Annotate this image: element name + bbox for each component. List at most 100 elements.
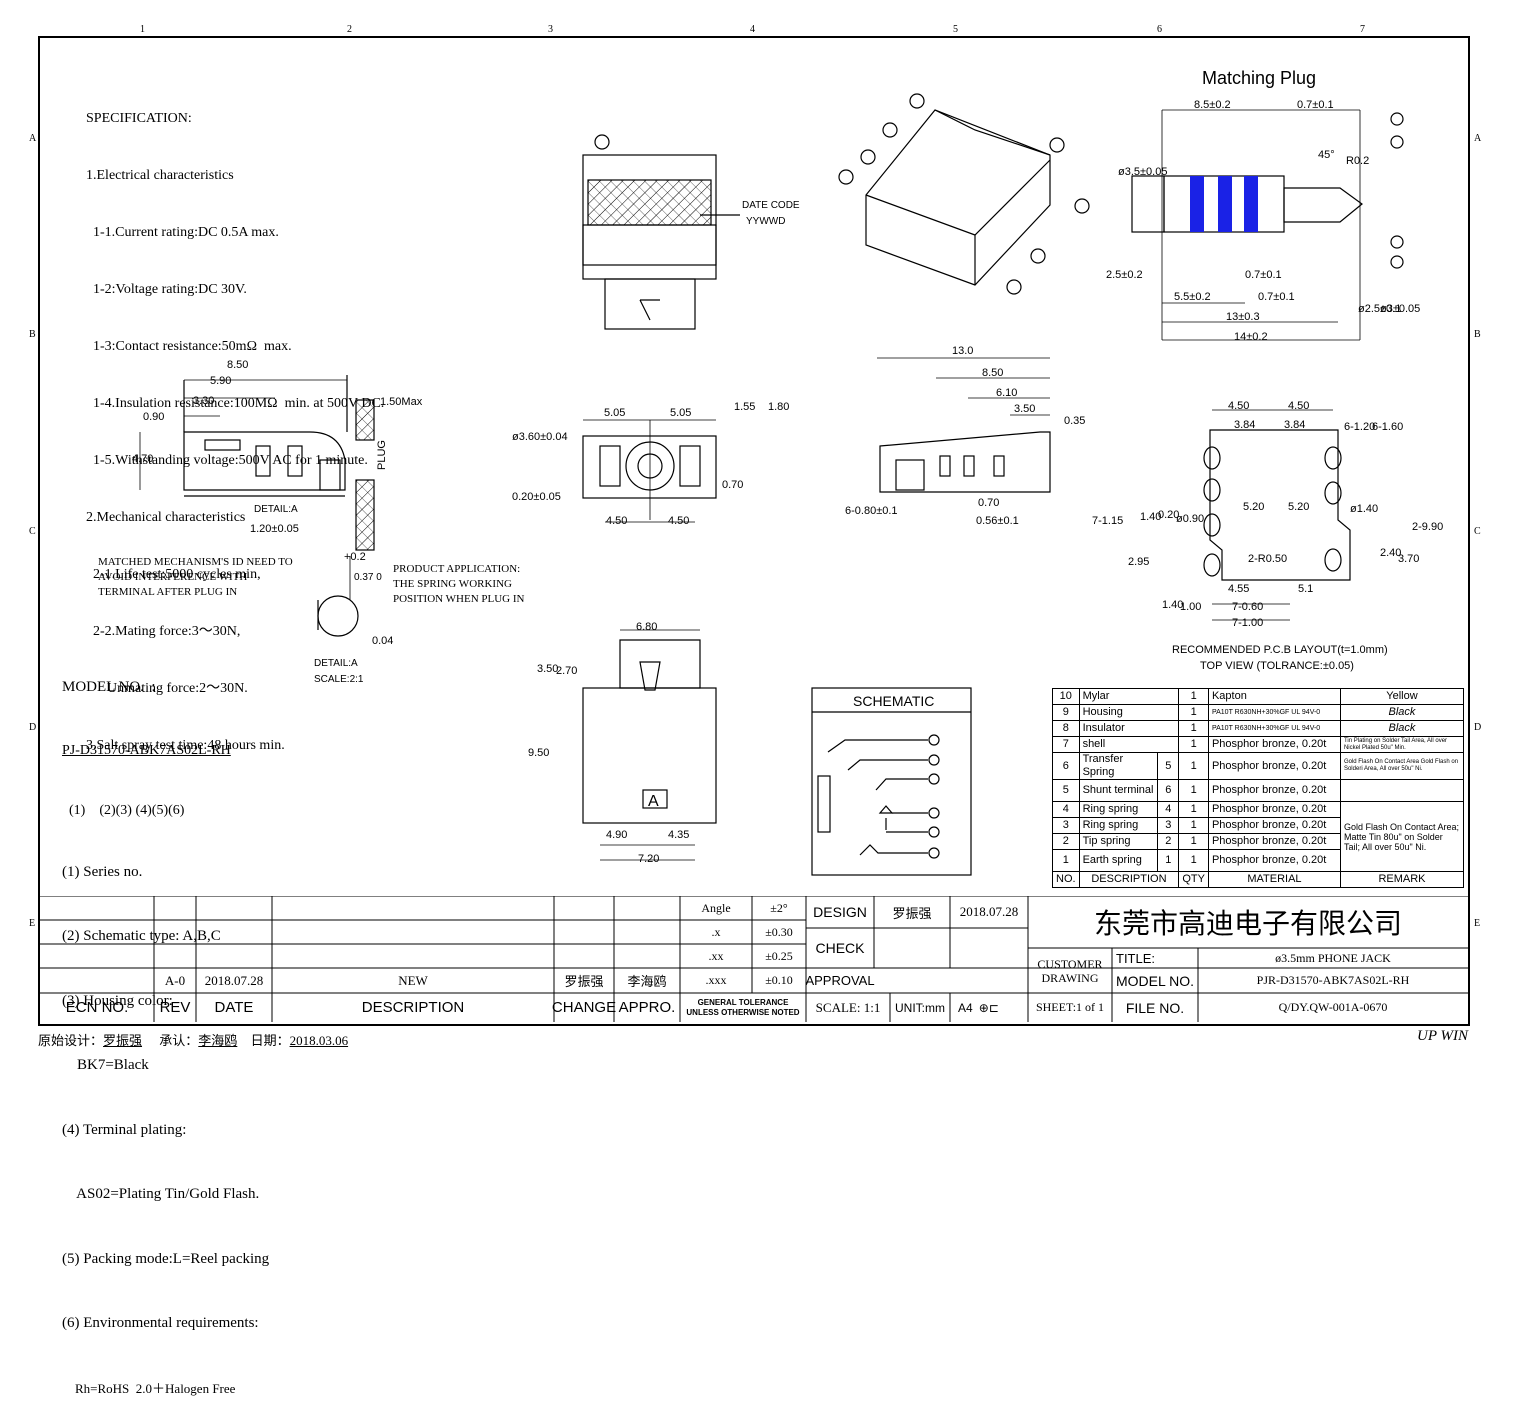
sheet-value: SHEET:1 of 1 bbox=[1035, 1000, 1105, 1014]
dim-text: 5.05 bbox=[604, 407, 625, 419]
zone-c-left: C bbox=[29, 526, 36, 537]
projection-symbol-icon: ⊕⊏ bbox=[978, 1000, 999, 1015]
bom-cell: Ring spring bbox=[1078, 817, 1159, 834]
general-tolerance: GENERAL TOLERANCE UNLESS OTHERWISE NOTED bbox=[686, 997, 800, 1017]
appro-header: APPRO. bbox=[618, 999, 676, 1016]
dim-text: 4.50 bbox=[1228, 400, 1249, 412]
model-block: MODEL NO. : PJ-D31570-ABK7AS02L-RH (1) (… bbox=[62, 634, 269, 1421]
bom-cell: 1 bbox=[1178, 688, 1209, 705]
dim-text: 4.55 bbox=[1228, 583, 1249, 595]
bom-cell: 1 bbox=[1178, 779, 1209, 802]
zone-c-right: C bbox=[1474, 526, 1481, 537]
schematic-box bbox=[811, 687, 972, 876]
zone-6: 6 bbox=[1157, 24, 1162, 35]
bom-cell: Phosphor bronze, 0.20t bbox=[1207, 817, 1341, 834]
tol-angle-label: Angle bbox=[701, 900, 731, 915]
spec-line: 3.Salt spray test time:48 hours min. bbox=[86, 738, 285, 753]
bom-cell: 5 bbox=[1157, 752, 1180, 780]
model-label-tb: MODEL NO. bbox=[1115, 972, 1195, 989]
bom-cell: 1 bbox=[1157, 849, 1180, 872]
date-header: DATE bbox=[214, 999, 254, 1016]
spec-line: 1.Electrical characteristics bbox=[86, 168, 234, 183]
model-legend: (1) (2)(3) (4)(5)(6) bbox=[62, 802, 185, 818]
zone-7: 7 bbox=[1360, 24, 1365, 35]
bom-cell: 5 bbox=[1052, 779, 1080, 802]
bom-cell: Black bbox=[1339, 720, 1465, 737]
dim-text: 1.20±0.05 bbox=[250, 523, 299, 535]
dim-text: 8.5±0.2 bbox=[1194, 99, 1231, 111]
dim-text: 4.35 bbox=[668, 829, 689, 841]
dim-text: 0.90 bbox=[143, 411, 164, 423]
dim-text: 4.50 bbox=[606, 515, 627, 527]
plug-band-2 bbox=[1218, 176, 1232, 232]
dim-text: 5.5±0.2 bbox=[1174, 291, 1211, 303]
dim-text: 7-0.60 bbox=[1232, 601, 1263, 613]
date-code-label: DATE CODE bbox=[742, 200, 800, 211]
spec-line: 2-2.Mating force:3～30N, bbox=[86, 624, 241, 639]
dim-text: 2.5±0.2 bbox=[1106, 269, 1143, 281]
dim-text: 3.50 bbox=[537, 663, 558, 675]
bom-cell: Phosphor bronze, 0.20t bbox=[1207, 779, 1341, 802]
dim-text: 3.84 bbox=[1284, 419, 1305, 431]
bom-cell: Tip spring bbox=[1078, 833, 1159, 850]
dim-text: 2.70 bbox=[556, 665, 577, 677]
bom-cell: Yellow bbox=[1339, 688, 1465, 705]
bom-cell: NO. bbox=[1052, 871, 1080, 888]
bom-cell bbox=[1339, 779, 1465, 802]
title-block: ECN NO. REV DATE DESCRIPTION CHANGE APPR… bbox=[40, 896, 1468, 1022]
tol-xx-label: .xx bbox=[708, 948, 724, 963]
bom-cell: Mylar bbox=[1078, 688, 1180, 705]
bom-cell: shell bbox=[1078, 736, 1180, 753]
dim-text: ø3.5±0.05 bbox=[1118, 166, 1167, 178]
bom-cell: 1 bbox=[1178, 720, 1209, 737]
bom-cell: 1 bbox=[1178, 752, 1209, 780]
front-view bbox=[582, 419, 717, 523]
zone-a-right: A bbox=[1474, 133, 1482, 144]
dim-text: 1.40 bbox=[1140, 511, 1161, 523]
rev-header: REV bbox=[159, 999, 191, 1016]
dim-text: 7.20 bbox=[638, 853, 659, 865]
dim-text: 1.50Max bbox=[380, 396, 423, 408]
model-item: (4) Terminal plating: bbox=[62, 1121, 187, 1138]
footer-date: 2018.03.06 bbox=[289, 1033, 349, 1048]
dim-text: +0.2 bbox=[344, 551, 366, 563]
plug-band-1 bbox=[1190, 176, 1204, 232]
dim-text: 0.70 bbox=[722, 479, 743, 491]
dim-text: 0.70 bbox=[978, 497, 999, 509]
model-item: (3) Housing color: bbox=[62, 992, 173, 1009]
spec-line: Unmating force:2～30N. bbox=[86, 681, 248, 696]
bom-cell: MATERIAL bbox=[1207, 871, 1341, 888]
model-part-number: PJ-D31570-ABK7AS02L-RH bbox=[62, 742, 231, 758]
dim-text: 2-9.90 bbox=[1412, 521, 1443, 533]
matched-mechanism-note: MATCHED MECHANISM'S ID NEED TO AVOID INT… bbox=[98, 556, 293, 598]
bom-cell: 1 bbox=[1178, 849, 1209, 872]
dim-text: 1.40 bbox=[1162, 599, 1183, 611]
model-value-tb: PJR-D31570-ABK7AS02L-RH bbox=[1256, 973, 1410, 987]
dim-text: 0.04 bbox=[372, 635, 393, 647]
spec-line: 2-1.Life test:5000 cycles min, bbox=[86, 567, 261, 582]
bom-cell: Black bbox=[1339, 704, 1465, 721]
appro-value: 李海鸥 bbox=[627, 974, 667, 989]
bom-cell: Gold Flash On Contact Area Gold Flash on… bbox=[1339, 752, 1465, 780]
ecn-no-header: ECN NO. bbox=[65, 999, 129, 1016]
dim-text: 0.56±0.1 bbox=[976, 515, 1019, 527]
paper-size: A4 ⊕⊏ bbox=[950, 993, 1028, 1022]
date-label: 日期： bbox=[250, 1033, 290, 1048]
date-value: 2018.07.28 bbox=[204, 972, 264, 988]
dim-text: 5.20 bbox=[1288, 501, 1309, 513]
approved-label: 承认： bbox=[159, 1033, 199, 1048]
dim-text: 1.80 bbox=[768, 401, 789, 413]
tol-xx-value: ±0.25 bbox=[765, 948, 793, 963]
dim-text: 7-1.15 bbox=[1092, 515, 1123, 527]
bom-cell: DESCRIPTION bbox=[1078, 871, 1180, 888]
spec-line: 1-5.Withstanding voltage:500V AC for 1 m… bbox=[86, 453, 368, 468]
zone-4: 4 bbox=[750, 24, 755, 35]
bom-cell: 4 bbox=[1052, 801, 1080, 818]
